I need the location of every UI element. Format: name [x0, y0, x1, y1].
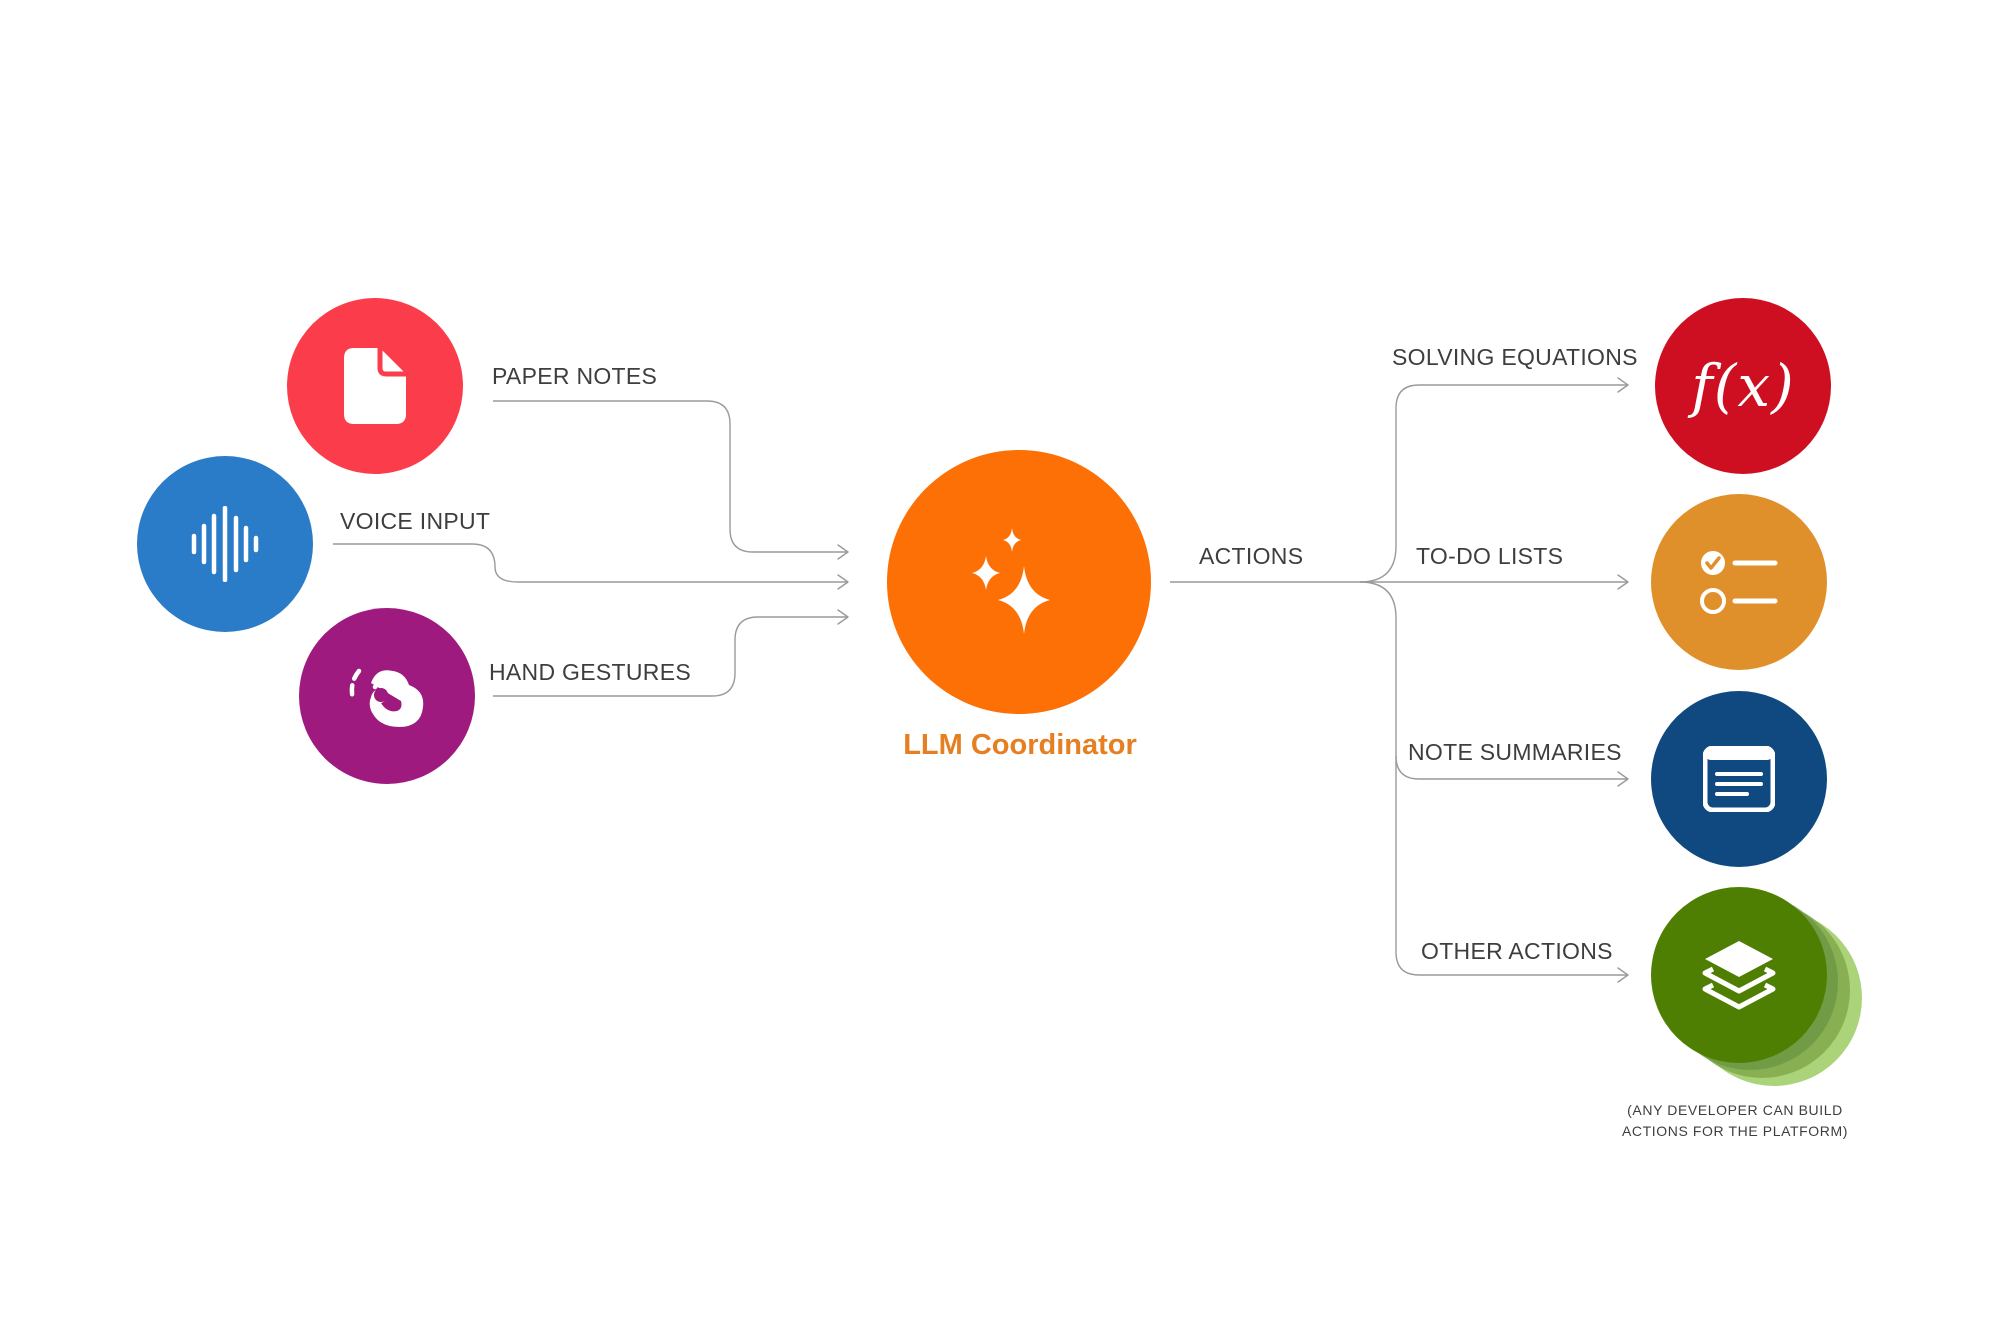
- sparkles-icon: [972, 528, 1050, 634]
- connector-paper-notes: [493, 400, 848, 553]
- arrowhead-note-summaries: [1617, 771, 1629, 787]
- todo-lists-label: TO-DO LISTS: [1416, 543, 1564, 569]
- llm-coordinator-node: [887, 450, 1151, 714]
- layers-icon: [1702, 941, 1776, 1010]
- arrowhead-hand-gestures: [837, 609, 849, 625]
- arrowhead-todo-lists: [1617, 574, 1629, 590]
- paper-notes-node: [287, 298, 463, 474]
- hand-gestures-label: HAND GESTURES: [489, 659, 691, 685]
- summary-window-icon: [1703, 746, 1775, 812]
- arrowhead-solving-equations: [1617, 377, 1629, 393]
- checklist-icon: [1700, 551, 1778, 614]
- connector-other-actions: [1395, 756, 1628, 976]
- other-actions-label: OTHER ACTIONS: [1421, 938, 1613, 964]
- connector-solving-equations: [1359, 384, 1628, 583]
- arrowhead-paper-notes: [837, 544, 849, 560]
- llm-coordinator-label: LLM Coordinator: [903, 729, 1137, 761]
- paper-notes-label: PAPER NOTES: [492, 363, 658, 389]
- voice-input-label: VOICE INPUT: [340, 508, 491, 534]
- arrowhead-other-actions: [1617, 967, 1629, 983]
- connector-voice-input: [333, 543, 848, 583]
- footnote-line-1: (ANY DEVELOPER CAN BUILD: [1627, 1102, 1843, 1118]
- arrowhead-voice-input: [837, 574, 849, 590]
- developer-footnote: (ANY DEVELOPER CAN BUILD ACTIONS FOR THE…: [1585, 1100, 1885, 1142]
- connector-hand-gestures: [493, 616, 848, 697]
- note-summaries-node: [1651, 691, 1827, 867]
- function-icon: f(x): [1691, 352, 1795, 420]
- todo-lists-node: [1651, 494, 1827, 670]
- other-actions-node: [1651, 887, 1827, 1063]
- voice-input-node: [137, 456, 313, 632]
- document-icon: [344, 348, 406, 424]
- actions-label: ACTIONS: [1199, 543, 1304, 569]
- hand-gestures-node: [299, 608, 475, 784]
- solving-equations-node: f(x): [1655, 298, 1831, 474]
- footnote-line-2: ACTIONS FOR THE PLATFORM): [1621, 1123, 1849, 1139]
- arrowheads: [837, 377, 1629, 983]
- pinch-gesture-icon: [349, 668, 424, 727]
- note-summaries-label: NOTE SUMMARIES: [1408, 739, 1622, 765]
- solving-equations-label: SOLVING EQUATIONS: [1392, 344, 1638, 370]
- connector-note-summaries: [1359, 581, 1628, 780]
- waveform-icon: [191, 506, 259, 582]
